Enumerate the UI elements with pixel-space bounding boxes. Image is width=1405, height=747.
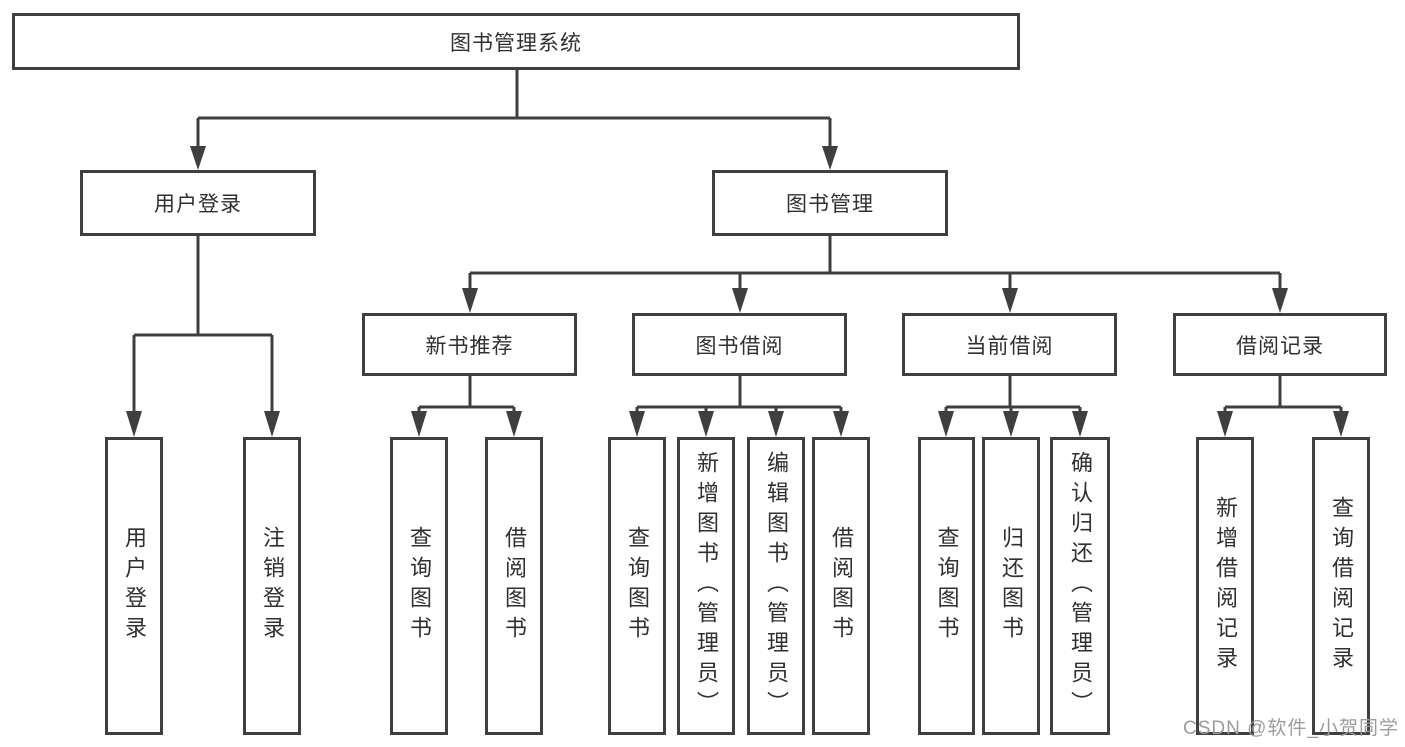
leaf-add-books-admin: 新增图书（管理员）	[677, 437, 735, 735]
node-label: 用户登录	[122, 526, 147, 646]
node-label: 当前借阅	[965, 334, 1054, 358]
node-label: 借阅图书	[502, 526, 527, 646]
node-label: 新书推荐	[425, 334, 514, 358]
leaf-query-books-borrow: 查询图书	[608, 437, 666, 735]
node-current-borrow: 当前借阅	[902, 313, 1117, 376]
node-new-book-recommend: 新书推荐	[362, 313, 577, 376]
node-library-management-system: 图书管理系统	[12, 13, 1020, 70]
leaf-add-borrow-record: 新增借阅记录	[1196, 437, 1254, 735]
node-label: 图书借阅	[695, 334, 784, 358]
node-label: 查询图书	[934, 526, 960, 646]
node-label: 归还图书	[999, 526, 1024, 646]
node-borrow-records: 借阅记录	[1173, 313, 1387, 376]
node-label: 图书管理	[786, 193, 874, 216]
leaf-edit-books-admin: 编辑图书（管理员）	[747, 437, 805, 735]
node-label: 借阅记录	[1236, 334, 1324, 358]
csdn-watermark: CSDN @软件_小贺同学	[1183, 718, 1399, 739]
node-label: 图书管理系统	[450, 31, 582, 55]
node-user-login: 用户登录	[80, 170, 316, 236]
node-label: 用户登录	[154, 193, 242, 216]
node-label: 确认归还（管理员）	[1068, 451, 1093, 721]
leaf-query-books-current: 查询图书	[918, 437, 975, 735]
node-label: 编辑图书（管理员）	[764, 451, 789, 721]
leaf-query-borrow-record: 查询借阅记录	[1312, 437, 1370, 735]
node-label: 新增图书（管理员）	[694, 451, 719, 721]
leaf-return-books: 归还图书	[982, 437, 1040, 735]
leaf-borrow-books-recommend: 借阅图书	[485, 437, 543, 735]
node-label: 注销登录	[260, 526, 285, 646]
leaf-user-login: 用户登录	[105, 437, 163, 735]
node-label: 查询图书	[625, 526, 650, 646]
leaf-confirm-return-admin: 确认归还（管理员）	[1050, 437, 1110, 735]
leaf-borrow-books: 借阅图书	[812, 437, 870, 735]
node-label: 新增借阅记录	[1213, 496, 1238, 676]
leaf-logout: 注销登录	[243, 437, 301, 735]
node-book-management: 图书管理	[712, 170, 948, 236]
node-book-borrow: 图书借阅	[632, 313, 847, 376]
leaf-query-books-recommend: 查询图书	[390, 437, 448, 735]
node-label: 查询借阅记录	[1329, 496, 1354, 676]
node-label: 借阅图书	[829, 526, 854, 646]
node-label: 查询图书	[407, 526, 432, 646]
